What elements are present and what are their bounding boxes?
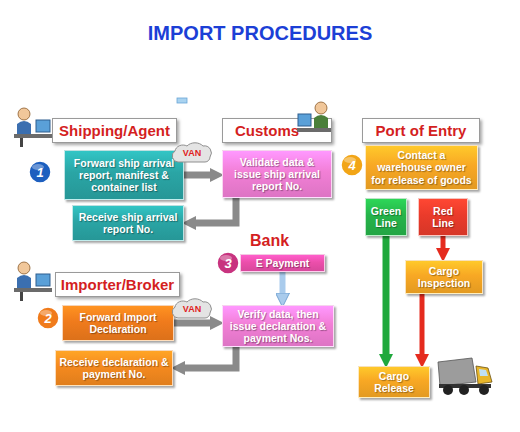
body — [314, 115, 328, 128]
cloud-fill — [172, 143, 211, 162]
head — [18, 108, 30, 120]
head — [18, 262, 30, 274]
truck-illustration — [436, 356, 494, 398]
process-box: Forward ship arrival report, manifest & … — [64, 150, 184, 200]
section-label: Bank — [250, 233, 289, 249]
flow-arrow — [441, 236, 446, 248]
flow-arrow — [383, 236, 390, 354]
connectors — [174, 175, 443, 368]
node-text: 3 — [224, 257, 231, 270]
circle-fill — [341, 154, 363, 176]
process-box: Cargo Inspection — [405, 260, 483, 294]
lane-header: Port of Entry — [362, 118, 480, 143]
node-text: Forward ship arrival report, manifest & … — [68, 157, 180, 193]
node-text: VAN — [183, 305, 201, 314]
step-circle: 1 — [28, 160, 52, 184]
desk — [297, 128, 331, 132]
process-box: Verify data, then issue declaration & pa… — [222, 305, 334, 347]
chair-leg — [20, 292, 23, 301]
node-text: Red Line — [422, 205, 464, 229]
chair-leg — [20, 138, 23, 147]
decor-bar — [176, 97, 188, 104]
truck-window — [479, 369, 488, 376]
node-text: Shipping/Agent — [59, 123, 170, 138]
truck-cab — [476, 366, 492, 384]
node-text: Green Line — [369, 205, 403, 229]
lane-header: Importer/Broker — [55, 272, 180, 297]
node-text: Port of Entry — [376, 123, 467, 138]
process-box: Cargo Release — [358, 366, 430, 398]
process-box: Validate data & issue ship arrival repor… — [222, 150, 332, 198]
node-text: Cargo Inspection — [409, 265, 479, 289]
truck-cargo — [438, 358, 476, 386]
truck-wheel — [443, 385, 453, 395]
flow-arrow — [280, 272, 286, 293]
person-icon — [296, 100, 334, 142]
node-text: Importer/Broker — [61, 277, 174, 292]
node-text: VAN — [183, 149, 201, 158]
node-text: Contact a warehouse owner for release of… — [369, 149, 474, 185]
node-text: Forward Import Declaration — [66, 311, 170, 335]
truck-wheel — [479, 385, 489, 395]
truck-wheel — [459, 385, 469, 395]
process-box: Receive declaration & payment No. — [55, 350, 173, 386]
desk — [14, 134, 52, 138]
node-text: Cargo Release — [362, 370, 426, 394]
node-text: E Payment — [256, 257, 310, 269]
step-circle: 4 — [340, 153, 364, 177]
network-cloud: VAN — [170, 142, 214, 164]
flow-arrow — [196, 198, 236, 223]
diagram-title: IMPORT PROCEDURES — [0, 22, 520, 45]
monitor — [298, 114, 311, 126]
process-box: Contact a warehouse owner for release of… — [365, 145, 478, 190]
circle-fill — [29, 161, 51, 183]
person-icon — [12, 258, 54, 302]
node-text: Customs — [235, 123, 299, 138]
process-box: Receive ship arrival report No. — [72, 205, 184, 241]
step-circle: 2 — [36, 306, 60, 330]
circle-fill — [37, 307, 59, 329]
step-circle: 3 — [216, 251, 240, 275]
node-text: Receive ship arrival report No. — [76, 211, 180, 235]
body — [17, 121, 31, 134]
person-icon — [12, 104, 54, 148]
monitor — [36, 120, 50, 132]
network-cloud: VAN — [170, 298, 214, 320]
node-text: Validate data & issue ship arrival repor… — [226, 156, 328, 192]
flow-arrow — [420, 294, 425, 354]
process-box: Forward Import Declaration — [62, 305, 174, 341]
body — [17, 275, 31, 288]
cloud-fill — [172, 299, 211, 318]
decor-bar-shape — [177, 98, 187, 103]
desk — [14, 288, 52, 292]
monitor — [36, 274, 50, 286]
flow-arrow — [185, 347, 236, 368]
node-text: Receive declaration & payment No. — [59, 356, 169, 380]
process-box: Red Line — [418, 198, 468, 236]
process-box: E Payment — [240, 254, 325, 272]
flow-arrow — [174, 320, 210, 327]
circle-fill — [217, 252, 239, 274]
process-box: Green Line — [365, 198, 407, 236]
node-text: 4 — [348, 159, 355, 172]
lane-header: Shipping/Agent — [52, 118, 177, 143]
node-text: Verify data, then issue declaration & pa… — [226, 308, 330, 344]
node-text: 1 — [36, 166, 43, 179]
head — [315, 102, 327, 114]
node-text: 2 — [44, 312, 51, 325]
flow-arrow — [184, 172, 210, 179]
